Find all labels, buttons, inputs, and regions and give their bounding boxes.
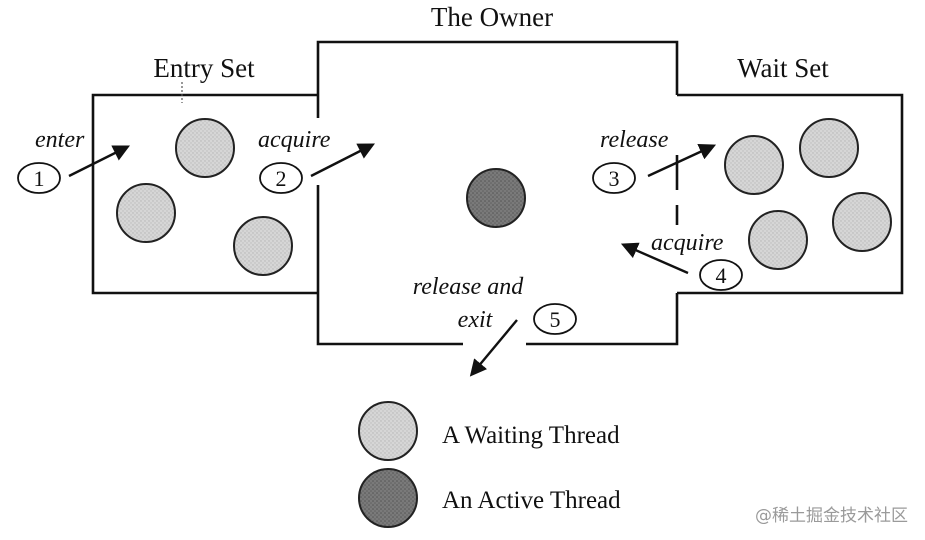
- waiting-thread: [724, 135, 784, 195]
- step-4-number: 4: [716, 263, 727, 288]
- waiting-thread: [799, 118, 859, 178]
- legend: A Waiting Thread An Active Thread: [358, 401, 621, 528]
- legend-active-swatch: [358, 468, 418, 528]
- step-4-badge: [699, 259, 743, 291]
- step-5-badge: [533, 303, 577, 335]
- step-5-label-line1: release and: [413, 274, 524, 300]
- step-1-enter: enter 1: [17, 127, 131, 194]
- active-thread: [466, 168, 526, 228]
- release-arrow: [647, 144, 717, 178]
- step-3-release: release 3: [592, 127, 717, 194]
- step-1-number: 1: [34, 166, 45, 191]
- step-2-label: acquire: [258, 127, 331, 153]
- owner-title: The Owner: [431, 2, 553, 32]
- waiting-thread: [233, 216, 293, 276]
- wait-set-threads: [724, 118, 892, 270]
- waiting-thread: [116, 183, 176, 243]
- owner-room: [316, 40, 679, 346]
- step-1-label: enter: [35, 127, 85, 153]
- step-3-badge: [592, 162, 636, 194]
- step-5-label-line2: exit: [458, 307, 494, 333]
- step-1-badge: [17, 162, 61, 194]
- entry-set-threads: [116, 118, 293, 276]
- legend-waiting-label: A Waiting Thread: [442, 422, 620, 449]
- waiting-thread: [832, 192, 892, 252]
- waiting-thread: [175, 118, 235, 178]
- entry-set-title: Entry Set: [153, 53, 255, 83]
- legend-waiting-swatch: [358, 401, 418, 461]
- step-2-acquire: acquire 2: [258, 127, 375, 194]
- wait-set-title: Wait Set: [737, 53, 829, 83]
- watermark-text: @稀土掘金技术社区: [755, 506, 908, 526]
- step-4-reacquire: acquire 4: [620, 230, 743, 291]
- acquire-arrow: [310, 143, 375, 178]
- entry-set-room: [91, 82, 320, 295]
- waiting-thread: [748, 210, 808, 270]
- step-2-number: 2: [276, 166, 287, 191]
- step-5-number: 5: [550, 307, 561, 332]
- step-4-label: acquire: [651, 230, 724, 256]
- legend-active-label: An Active Thread: [442, 487, 621, 514]
- step-2-badge: [259, 162, 303, 194]
- step-5-release-exit: release and exit 5: [413, 274, 577, 377]
- step-3-number: 3: [609, 166, 620, 191]
- exit-arrow: [469, 319, 518, 377]
- wait-set-room: [677, 93, 904, 295]
- enter-arrow: [68, 145, 131, 178]
- step-3-label: release: [600, 127, 669, 153]
- reacquire-arrow: [620, 242, 689, 275]
